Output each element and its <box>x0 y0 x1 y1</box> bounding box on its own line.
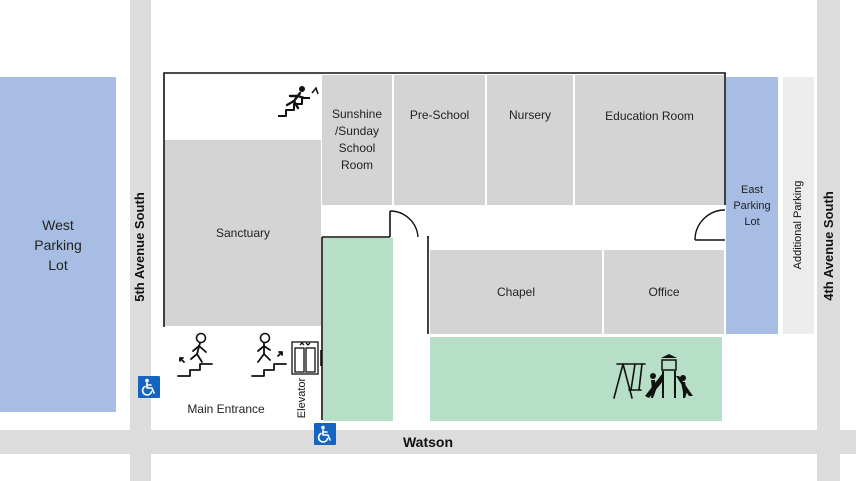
stairs-icon <box>177 332 213 377</box>
nursery[interactable] <box>487 75 573 205</box>
west-parking-lot[interactable] <box>0 77 116 412</box>
street-watson <box>0 430 856 454</box>
main-entrance-label: Main Entrance <box>187 401 265 416</box>
office[interactable] <box>604 250 724 334</box>
elevator-label: Elevator <box>296 377 308 419</box>
elevator-icon <box>291 341 322 375</box>
sunshine-sunday-school-room[interactable] <box>322 75 392 205</box>
education-room-label: Education Room <box>605 108 694 123</box>
office-label: Office <box>648 284 680 299</box>
playground-area[interactable] <box>430 337 722 421</box>
street-label-watson: Watson <box>402 433 454 450</box>
street-5th-avenue-south <box>130 0 151 481</box>
education-room[interactable] <box>575 75 724 205</box>
pre-school[interactable] <box>394 75 485 205</box>
sanctuary[interactable] <box>165 140 321 326</box>
escape-stairs-icon <box>278 86 319 117</box>
wheelchair-icon <box>138 376 160 398</box>
sunshine-sunday-school-room-label: Sunshine /Sunday School Room <box>331 107 383 172</box>
wheelchair-icon <box>314 423 336 445</box>
east-parking-lot-label: East Parking Lot <box>733 183 771 228</box>
additional-parking[interactable] <box>783 77 814 334</box>
street-4th-avenue-south <box>817 0 840 481</box>
playground-icon <box>613 354 693 399</box>
chapel[interactable] <box>430 250 602 334</box>
nursery-label: Nursery <box>508 107 551 122</box>
sanctuary-label: Sanctuary <box>215 225 271 240</box>
pre-school-label: Pre-School <box>409 107 470 122</box>
east-parking-lot[interactable] <box>726 77 778 334</box>
west-parking-lot-label: West Parking Lot <box>34 216 82 273</box>
chapel-label: Chapel <box>496 284 536 299</box>
courtyard-green-space <box>323 238 393 421</box>
stairs-icon <box>251 332 287 377</box>
